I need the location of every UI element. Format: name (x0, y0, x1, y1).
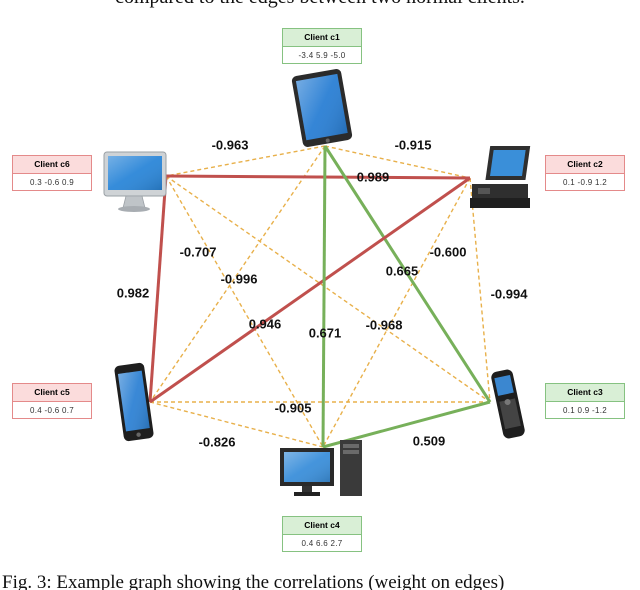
edge-c1-c6 (165, 145, 326, 177)
edges-layer (148, 145, 492, 449)
workstation-icon (280, 440, 362, 496)
edge-weight-label: -0.826 (199, 434, 236, 449)
edge-weight-label: 0.671 (309, 325, 342, 340)
edge-c1-c2 (324, 145, 471, 179)
edge-c5-c4 (149, 401, 324, 448)
edge-c6-c2 (165, 174, 471, 180)
edge-weight-label: -0.707 (180, 244, 217, 259)
edge-c1-c4 (321, 145, 327, 448)
edge-c2-c4 (322, 177, 471, 448)
edge-c2-c5 (149, 176, 471, 404)
edge-weight-label: -0.600 (430, 244, 467, 259)
desktop-pc-icon (470, 146, 531, 208)
client-card-title: Client c5 (13, 384, 91, 402)
client-card-c4: Client c4 0.4 6.6 2.7 (282, 516, 362, 552)
client-card-c2: Client c2 0.1 -0.9 1.2 (545, 155, 625, 191)
edge-labels-layer: -0.963 -0.915 0.989 -0.707 -0.996 -0.600 0.665… (117, 137, 528, 449)
edge-c6-c3 (165, 175, 491, 403)
client-card-title: Client c1 (283, 29, 361, 47)
devices-layer (103, 68, 531, 496)
edge-weight-label: 0.946 (249, 316, 282, 331)
tablet-icon (291, 68, 353, 148)
edge-c1-c3 (323, 145, 492, 403)
client-card-c3: Client c3 0.1 0.9 -1.2 (545, 383, 625, 419)
flip-phone-icon (491, 369, 525, 439)
client-card-values: 0.1 0.9 -1.2 (562, 406, 608, 415)
client-card-c1: Client c1 -3.4 5.9 -5.0 (282, 28, 362, 64)
edge-weight-label: 0.509 (413, 433, 446, 448)
edge-weight-label: -0.905 (275, 400, 312, 415)
edge-weight-label: -0.915 (395, 137, 432, 152)
edge-weight-label: 0.989 (357, 169, 390, 184)
edge-weight-label: -0.994 (491, 286, 529, 301)
client-card-title: Client c4 (283, 517, 361, 535)
client-card-values: -3.4 5.9 -5.0 (298, 51, 346, 60)
edge-weight-label: 0.982 (117, 285, 150, 300)
client-card-title: Client c3 (546, 384, 624, 402)
caption-top: compared to the edges between two normal… (0, 0, 640, 9)
edge-c6-c4 (165, 175, 324, 448)
client-card-values: 0.4 -0.6 0.7 (29, 406, 75, 415)
edge-c4-c3 (322, 400, 491, 449)
edge-weight-label: -0.996 (221, 271, 258, 286)
client-card-c6: Client c6 0.3 -0.6 0.9 (12, 155, 92, 191)
client-card-c5: Client c5 0.4 -0.6 0.7 (12, 383, 92, 419)
edge-weight-label: -0.963 (212, 137, 249, 152)
edge-weight-label: 0.665 (386, 263, 419, 278)
client-card-values: 0.1 -0.9 1.2 (562, 178, 608, 187)
client-card-values: 0.3 -0.6 0.9 (29, 178, 75, 187)
client-card-title: Client c2 (546, 156, 624, 174)
edge-weight-label: -0.968 (366, 317, 403, 332)
caption-bottom: Fig. 3: Example graph showing the correl… (2, 572, 505, 590)
smartphone-icon (114, 362, 154, 442)
client-card-title: Client c6 (13, 156, 91, 174)
edge-c6-c5 (148, 175, 168, 403)
client-card-values: 0.4 6.6 2.7 (301, 539, 343, 548)
edge-c2-c3 (469, 177, 491, 403)
edge-c1-c5 (149, 145, 326, 403)
imac-icon (103, 151, 167, 212)
